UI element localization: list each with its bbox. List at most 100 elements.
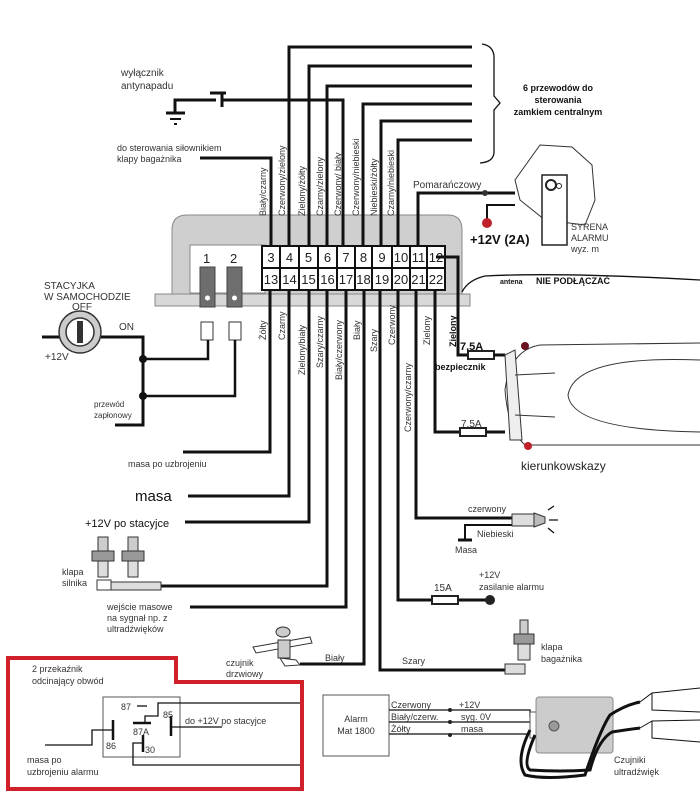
ultrasonic-section bbox=[322, 687, 700, 779]
connector-2 bbox=[226, 266, 243, 308]
ignition-title: STACYJKA bbox=[44, 281, 95, 292]
relay-pin-87a: 87A bbox=[133, 727, 149, 737]
us-signal-label: masa bbox=[461, 724, 483, 734]
trunk-switch-icon bbox=[504, 619, 535, 675]
car-icon bbox=[504, 342, 700, 450]
hood-label: silnika bbox=[62, 578, 87, 588]
pin-number: 17 bbox=[339, 272, 353, 287]
siren-label: SYRENA bbox=[571, 222, 608, 232]
pin-number: 7 bbox=[342, 250, 349, 265]
us-wire-label: Czerwony bbox=[391, 700, 432, 710]
central-lock-label: 6 przewodów do bbox=[523, 83, 594, 93]
plug-1 bbox=[200, 321, 214, 341]
trunk-label: klapa bbox=[541, 642, 563, 652]
pin-number: 16 bbox=[320, 272, 334, 287]
relay-armed-label: masa po bbox=[27, 755, 62, 765]
ignition-wire-label: zapłonowy bbox=[94, 411, 132, 420]
ground-input-label: na sygnał np. z bbox=[107, 613, 168, 623]
relay-title: 2 przekaźnik bbox=[32, 664, 83, 674]
plus12-terminal bbox=[482, 218, 492, 228]
ultrasonic-module bbox=[535, 696, 614, 754]
orange-wire-label: Pomarańczowy bbox=[413, 180, 481, 191]
hood-label: klapa bbox=[62, 567, 84, 577]
ground-input-label: ultradźwięków bbox=[107, 624, 164, 634]
relay-ign-label: do +12V po stacyjce bbox=[185, 716, 266, 726]
pin-number: 19 bbox=[375, 272, 389, 287]
supply-label: +12V bbox=[479, 570, 500, 580]
white-wire-label: Biały bbox=[325, 653, 345, 663]
pin-number: 11 bbox=[412, 250, 426, 265]
top-wire-color-label: Zielony/żółty bbox=[297, 165, 307, 216]
top-wire-color-label: Czarny/zielony bbox=[315, 156, 325, 216]
pin-number: 14 bbox=[282, 272, 296, 287]
green-wire-label: Zielony bbox=[448, 315, 458, 347]
armed-ground-label: masa po uzbrojeniu bbox=[128, 459, 207, 469]
hood-switch-icon bbox=[91, 536, 162, 591]
central-lock-label: sterowania bbox=[534, 95, 582, 105]
pin-number: 21 bbox=[411, 272, 425, 287]
supply-label: zasilanie alarmu bbox=[479, 582, 544, 592]
indicators-label: kierunkowskazy bbox=[521, 459, 606, 473]
relay-title: odcinający obwód bbox=[32, 676, 104, 686]
ground-input-label: wejście masowe bbox=[106, 602, 173, 612]
pin-number: 10 bbox=[394, 250, 408, 265]
lamp-ground-label: Masa bbox=[455, 545, 477, 555]
bottom-wire-color-label: Szary bbox=[369, 328, 379, 352]
pin-number: 5 bbox=[305, 250, 312, 265]
antenna-wire bbox=[461, 274, 700, 293]
siren-icon bbox=[514, 144, 596, 246]
bottom-wires bbox=[42, 290, 700, 675]
top-wire-color-label: Biały/czarny bbox=[258, 167, 268, 216]
anti-hijack-label: wyłącznik bbox=[120, 68, 165, 79]
pin-number: 20 bbox=[394, 272, 408, 287]
pin-number: 13 bbox=[264, 272, 278, 287]
red-wire-label: czerwony bbox=[468, 504, 507, 514]
alarm-unit-label: Mat 1800 bbox=[337, 726, 375, 736]
siren-label: wyz. m bbox=[570, 244, 599, 254]
alarm-unit-label: Alarm bbox=[344, 714, 368, 724]
pin-number: 22 bbox=[429, 272, 443, 287]
labels: wyłącznik antynapadu do sterowania siłow… bbox=[27, 68, 660, 777]
plus12-ignition-label: +12V po stacyjce bbox=[85, 518, 169, 530]
ignition-on: ON bbox=[119, 322, 134, 333]
antenna-warning: NIE PODŁĄCZAĆ bbox=[536, 275, 611, 286]
pin-number: 18 bbox=[356, 272, 370, 287]
supply-terminal bbox=[485, 595, 495, 605]
connector-1 bbox=[199, 266, 216, 308]
siren-label: ALARMU bbox=[571, 233, 609, 243]
bottom-wire-color-label: Biały/czerwony bbox=[334, 319, 344, 380]
relay-icon bbox=[102, 696, 181, 758]
grey-wire-label: Szary bbox=[402, 656, 426, 666]
bottom-wire-color-label: Zielony bbox=[422, 315, 432, 345]
pin-number: 4 bbox=[286, 250, 293, 265]
bottom-wire-color-label: Czerwony/czarny bbox=[403, 362, 413, 432]
fuse2-label: 7,5A bbox=[461, 419, 482, 430]
pin-number: 3 bbox=[267, 250, 274, 265]
bottom-wire-color-label: Biały bbox=[352, 320, 362, 340]
trunk-label: bagażnika bbox=[541, 654, 582, 664]
door-sensor-label: drzwiowy bbox=[226, 669, 264, 679]
sensors-label: Czujniki bbox=[614, 755, 646, 765]
central-lock-label: zamkiem centralnym bbox=[514, 107, 603, 117]
fuse-15a bbox=[431, 595, 459, 605]
pin-number: 9 bbox=[378, 250, 385, 265]
door-sensor-label: czujnik bbox=[226, 658, 254, 668]
pin-number: 6 bbox=[324, 250, 331, 265]
bottom-wire-color-label: Szary/czarny bbox=[315, 315, 325, 368]
ignition-title: W SAMOCHODZIE bbox=[44, 292, 131, 303]
alarm-unit-box bbox=[322, 694, 390, 757]
bottom-wire-color-label: Zielony/biały bbox=[297, 324, 307, 375]
connector-label: 2 bbox=[230, 251, 237, 266]
blue-wire-label: Niebieski bbox=[477, 529, 514, 539]
antenna-label: antena bbox=[500, 279, 523, 286]
ignition-switch bbox=[42, 310, 237, 427]
fuse3-label: 15A bbox=[434, 583, 452, 594]
relay-pin-86: 86 bbox=[106, 741, 116, 751]
anti-hijack-label: antynapadu bbox=[121, 81, 173, 92]
top-wire-color-label: Czerwony/ biały bbox=[333, 152, 343, 216]
top-wire-color-label: Niebieski/żółty bbox=[369, 158, 379, 216]
fuse-label: bezpiecznik bbox=[435, 362, 487, 372]
